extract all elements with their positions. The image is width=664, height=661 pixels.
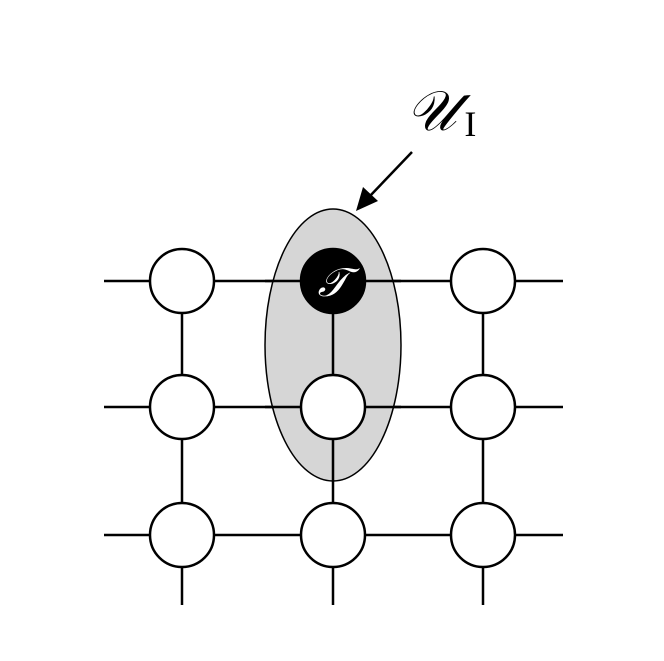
grid-nodes <box>148 247 517 569</box>
node-r1-c3 <box>449 247 517 315</box>
node-r1-c2-highlighted <box>299 247 367 315</box>
node-r3-c3 <box>449 501 517 569</box>
node-r3-c2 <box>299 501 367 569</box>
node-r1-c1 <box>148 247 216 315</box>
region-label: 𝒰 I <box>406 79 476 144</box>
node-r2-c1 <box>148 373 216 441</box>
node-r2-c2 <box>299 373 367 441</box>
node-r2-c3 <box>449 373 517 441</box>
arrowhead-icon <box>356 187 378 211</box>
node-r3-c1 <box>148 501 216 569</box>
arrow-shaft <box>368 151 413 198</box>
region-arrow <box>356 151 413 211</box>
region-label-main: 𝒰 <box>406 79 471 144</box>
region-label-subscript: I <box>464 104 476 144</box>
